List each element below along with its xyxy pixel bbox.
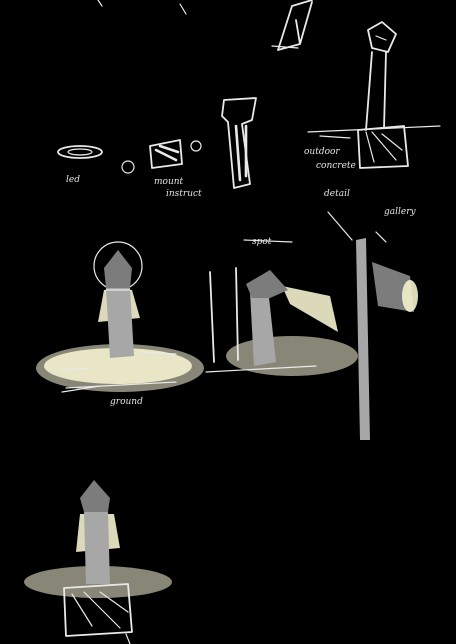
top-partial-sketch (97, 0, 313, 51)
label-led: led (66, 175, 80, 185)
component-sketches (57, 97, 257, 189)
spotlight-bollard-sketch (205, 239, 358, 376)
label-gallery: gallery (384, 207, 417, 217)
illuminated-bollard-sketch (36, 241, 204, 393)
label-outdoor: outdoor (304, 147, 340, 157)
inground-bollard-sketch (24, 480, 172, 644)
bollard-on-base-sketch (307, 21, 441, 169)
label-ground: ground (110, 397, 143, 407)
label-concrete: concrete (316, 161, 356, 171)
label-instruction: instruct (166, 189, 202, 199)
label-detail: detail (324, 189, 350, 199)
label-mount: mount (154, 177, 184, 187)
pole-spotlight-sketch (327, 211, 418, 440)
label-spot: spot (252, 237, 272, 247)
